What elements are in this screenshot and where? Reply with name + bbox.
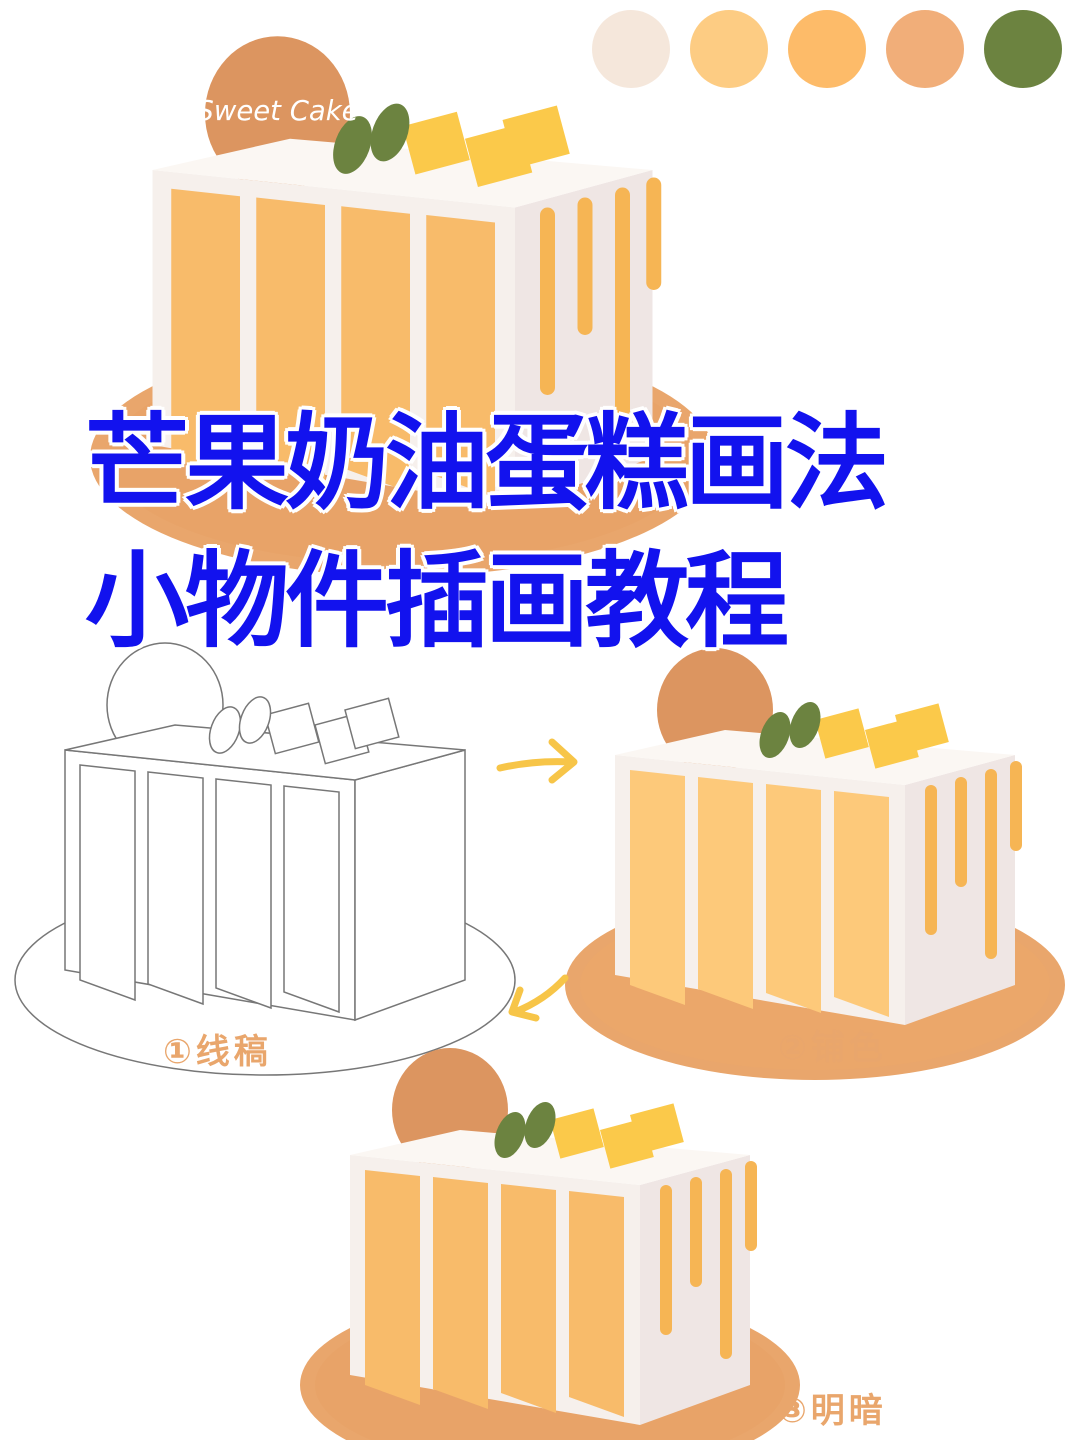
step-label-shading: ③明暗 — [778, 1391, 887, 1431]
mango-cube — [630, 1103, 684, 1154]
sponge-slice — [283, 785, 340, 1014]
arrow-down-left-icon — [508, 974, 569, 1022]
sponge-slice — [256, 197, 325, 488]
cake-top — [152, 138, 653, 208]
shaded-cake — [300, 1048, 800, 1440]
sponge-slice — [426, 215, 495, 498]
title-line-1: 芒果奶油蛋糕画法 — [85, 402, 889, 524]
cake-side — [354, 749, 466, 1022]
sponge-slice — [569, 1191, 624, 1417]
palette-swatch-yellow — [788, 10, 866, 88]
base-color-cake — [565, 648, 1065, 1080]
sponge-slice — [630, 770, 685, 1005]
sponge-slice — [433, 1177, 488, 1409]
mango-cube — [550, 1108, 604, 1159]
mango-drip — [955, 777, 967, 887]
cake-front — [350, 1155, 640, 1425]
step-label-lineart: ①线稿 — [163, 1032, 272, 1072]
mango-drip — [615, 187, 630, 425]
mint-leaf-icon — [238, 696, 272, 744]
palette-swatch-green — [984, 10, 1062, 88]
sponge-slice — [501, 1184, 556, 1413]
mango-cube — [815, 708, 869, 759]
mango-cube — [502, 105, 570, 169]
palette-swatch-peach — [886, 10, 964, 88]
mango-cube — [344, 697, 400, 750]
mint-leaf-icon — [370, 103, 410, 162]
sponge-slice — [365, 1170, 420, 1405]
sponge-slice — [766, 784, 821, 1013]
mango-drip — [985, 769, 997, 959]
mango-cube — [264, 702, 320, 755]
palette-swatch-cream — [592, 10, 670, 88]
sponge-slice — [834, 791, 889, 1017]
cake-front — [152, 170, 515, 508]
mango-cube — [895, 703, 949, 754]
sponge-slice — [147, 771, 204, 1006]
cake-top — [64, 724, 466, 781]
title-line-2: 小物件插画教程 — [85, 540, 789, 662]
mint-leaf-icon — [333, 116, 372, 174]
topper-text: Sweet Cake — [196, 95, 358, 127]
mango-cube — [402, 111, 470, 175]
mango-drip — [690, 1177, 702, 1287]
sponge-slice — [698, 777, 753, 1009]
sponge-slice — [79, 764, 136, 1002]
mint-leaf-icon — [759, 711, 791, 759]
cake-top — [615, 730, 1015, 785]
step-label-base-color: ②铺色 — [778, 1028, 887, 1068]
mango-drip — [925, 785, 937, 935]
lineart-cake — [14, 642, 516, 1076]
mint-leaf-icon — [789, 701, 821, 749]
mango-drip — [577, 197, 593, 335]
mint-leaf-icon — [208, 706, 242, 754]
mango-drip — [720, 1169, 732, 1359]
cake-top — [350, 1130, 750, 1185]
sponge-slice — [341, 206, 410, 493]
mint-leaf-icon — [494, 1111, 526, 1159]
sponge-slice — [171, 188, 240, 483]
mango-drip — [660, 1185, 672, 1335]
mint-leaf-icon — [524, 1101, 556, 1149]
mango-drip — [745, 1161, 757, 1251]
hero-cake: Sweet Cake — [90, 36, 715, 577]
arrow-right-icon — [496, 738, 578, 784]
cake-front — [615, 755, 905, 1025]
sponge-slice — [215, 778, 272, 1010]
mango-drip — [646, 177, 662, 290]
mango-drip — [540, 207, 555, 395]
mango-drip — [1010, 761, 1022, 851]
palette-swatch-light-yellow — [690, 10, 768, 88]
